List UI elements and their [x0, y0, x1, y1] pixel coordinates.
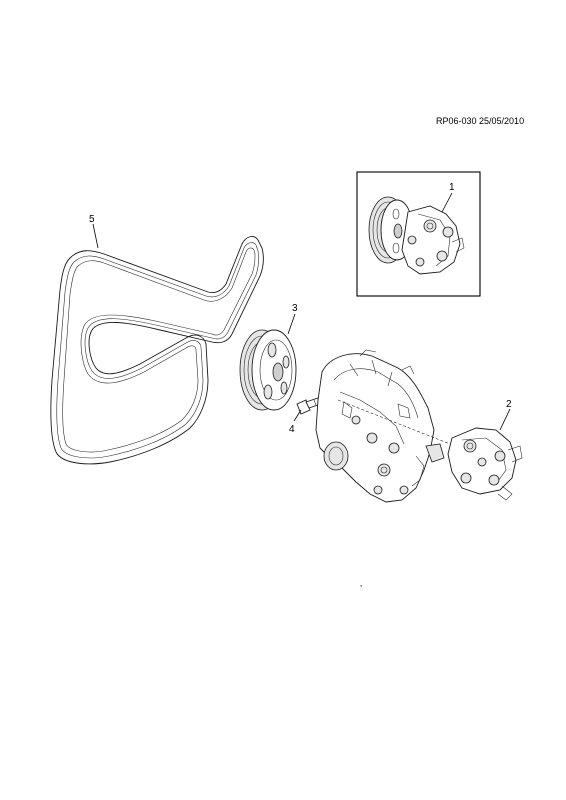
callout-5: 5	[89, 214, 95, 225]
part-3-pulley	[239, 329, 297, 411]
diagram-reference: RP06-030 25/05/2010	[436, 116, 524, 126]
leader-1	[441, 192, 453, 213]
leader-3	[287, 313, 296, 335]
leader-2	[499, 408, 511, 431]
part-2-power-steering-pump	[447, 427, 523, 501]
engine-front-housing	[315, 349, 451, 503]
callout-2: 2	[506, 399, 512, 410]
part-5-drive-belt	[50, 236, 264, 465]
stray-mark: ‚	[360, 578, 362, 588]
callout-4: 4	[289, 424, 295, 435]
callout-1: 1	[449, 182, 455, 193]
callout-3: 3	[292, 303, 298, 314]
leader-4	[293, 409, 302, 422]
part-1-power-steering-pump-with-pulley	[368, 196, 465, 275]
inset-frame	[356, 171, 481, 297]
leader-5	[92, 223, 99, 249]
